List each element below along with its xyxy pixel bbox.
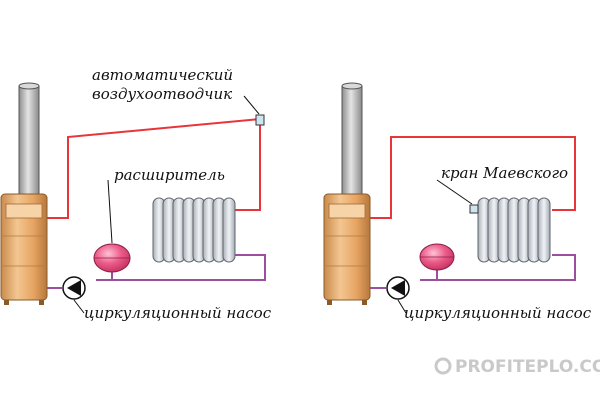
watermark-text: PROFITEPLO.COM: [455, 357, 600, 377]
chimney: [341, 85, 363, 199]
boiler-foot-left: [327, 300, 332, 305]
auto-air-vent: [255, 114, 265, 126]
boiler: [0, 193, 48, 301]
leader-mayevsky: [436, 179, 473, 205]
return-pipe: [96, 254, 266, 281]
watermark-logo-icon: [434, 357, 452, 375]
radiator: [477, 197, 551, 263]
mayevsky-valve: [469, 204, 479, 214]
scheme-left: автоматический воздухоотводчик расширите…: [0, 66, 272, 322]
chimney-top: [341, 82, 363, 90]
radiator: [152, 197, 236, 263]
boiler-panel: [328, 203, 366, 219]
scheme-right: кран Маевского циркуляционный насос: [323, 82, 592, 322]
return-pipe: [420, 254, 576, 281]
leader-pump: [397, 299, 407, 314]
label-mayevsky-valve: кран Маевского: [441, 164, 568, 182]
leader-expander: [107, 179, 113, 244]
boiler: [323, 193, 371, 301]
label-pump-right: циркуляционный насос: [404, 304, 592, 322]
boiler-panel: [5, 203, 43, 219]
label-expander: расширитель: [114, 166, 225, 184]
leader-pump: [73, 299, 85, 314]
boiler-foot-right: [39, 300, 44, 305]
pump-arrow-icon: [391, 280, 405, 296]
watermark: PROFITEPLO.COM: [434, 357, 600, 377]
chimney-top: [18, 82, 40, 90]
supply-pipe: [46, 117, 261, 219]
chimney: [18, 85, 40, 199]
label-auto-vent-line2: воздухоотводчик: [92, 85, 232, 103]
supply-pipe: [370, 136, 576, 219]
label-pump-left: циркуляционный насос: [84, 304, 272, 322]
boiler-foot-right: [362, 300, 367, 305]
leader-air-vent: [243, 95, 260, 115]
label-auto-vent-line1: автоматический: [92, 66, 233, 84]
boiler-foot-left: [4, 300, 9, 305]
pump-arrow-icon: [67, 280, 81, 296]
